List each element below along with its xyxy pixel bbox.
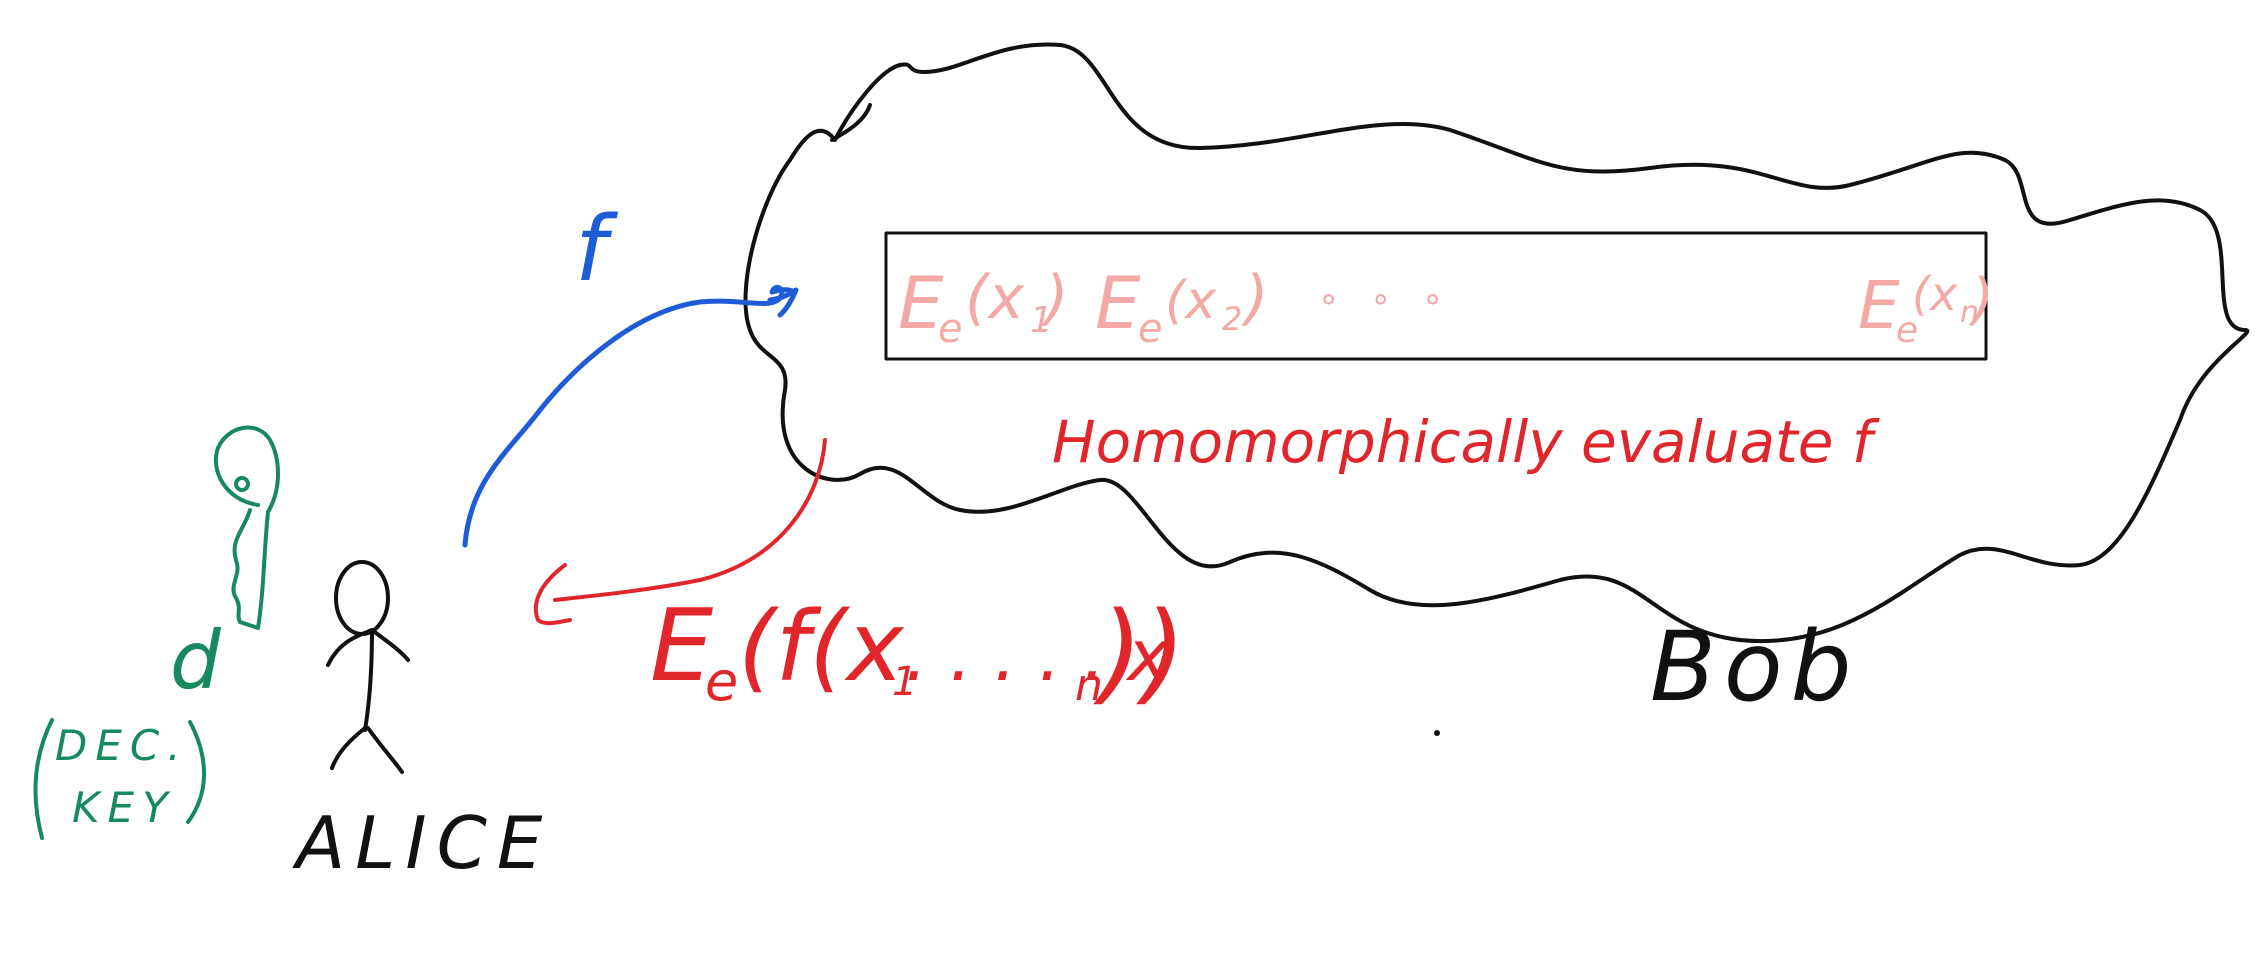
alice-arms bbox=[326, 628, 410, 667]
deckey-line1: DEC. bbox=[55, 721, 189, 770]
function-label: f bbox=[575, 197, 619, 302]
alice-right-leg bbox=[366, 726, 404, 774]
deckey-label: DEC. KEY bbox=[33, 718, 207, 840]
key-hole bbox=[234, 476, 250, 492]
alice-figure bbox=[326, 560, 410, 774]
result-arrow bbox=[553, 438, 827, 602]
e2-letter: E bbox=[1095, 261, 1141, 345]
e2-close-paren: ) bbox=[1241, 263, 1268, 333]
ciphertext-en: E e (x n ) bbox=[1858, 267, 1994, 351]
alice-body bbox=[363, 628, 374, 732]
key-icon bbox=[213, 425, 280, 630]
bob-cloud-tail bbox=[830, 103, 872, 142]
ciphertext-e2: E e (x 2 ) bbox=[1095, 261, 1268, 352]
en-letter: E bbox=[1858, 267, 1900, 344]
result-e-letter: E bbox=[650, 587, 713, 704]
deckey-left-paren bbox=[33, 718, 54, 840]
alice-label: ALICE bbox=[292, 801, 552, 885]
ciphertext-ellipsis: ∘ ∘ ∘ bbox=[1318, 279, 1453, 319]
result-close-paren: )) bbox=[1093, 588, 1186, 716]
e2-subscript: e bbox=[1138, 306, 1163, 352]
e2-argument: (x bbox=[1165, 271, 1217, 331]
result-label: E e (f(x 1 . . . . . x n )) bbox=[650, 587, 1186, 716]
result-arrowhead bbox=[533, 563, 572, 626]
en-arg-subscript: n bbox=[1960, 295, 1979, 330]
result-subn: n bbox=[1075, 660, 1103, 711]
en-subscript: e bbox=[1896, 310, 1918, 351]
key-shaft bbox=[231, 508, 270, 630]
bob-cloud bbox=[743, 42, 2250, 644]
result-dots: . . . . . x bbox=[905, 615, 1170, 697]
deckey-line2: KEY bbox=[72, 783, 176, 832]
function-arrow bbox=[462, 284, 798, 548]
deckey-right-paren bbox=[186, 720, 207, 824]
homomorphic-label: Homomorphically evaluate f bbox=[1052, 408, 1880, 476]
en-argument: (x bbox=[1912, 267, 1958, 321]
alice-head bbox=[334, 560, 390, 636]
e1-subscript: e bbox=[938, 306, 963, 352]
alice-left-leg bbox=[330, 726, 367, 770]
e1-argument: (x bbox=[965, 263, 1024, 333]
ciphertext-e1: E e (x 1 ) bbox=[898, 261, 1068, 352]
result-body: (f(x bbox=[738, 591, 905, 703]
ciphertext-box bbox=[884, 231, 1988, 361]
stray-dot bbox=[1434, 730, 1440, 736]
en-close-paren: ) bbox=[1968, 267, 1994, 332]
e2-arg-subscript: 2 bbox=[1222, 300, 1242, 338]
result-subscript: e bbox=[705, 650, 738, 713]
e1-close-paren: ) bbox=[1041, 263, 1068, 333]
function-arrowhead bbox=[767, 287, 799, 318]
result-sub1: 1 bbox=[892, 659, 917, 705]
key-bow bbox=[213, 425, 280, 514]
e1-letter: E bbox=[898, 261, 944, 345]
bob-label: Bob bbox=[1650, 611, 1860, 723]
e1-arg-subscript: 1 bbox=[1030, 300, 1053, 341]
d-label: d bbox=[170, 614, 222, 707]
